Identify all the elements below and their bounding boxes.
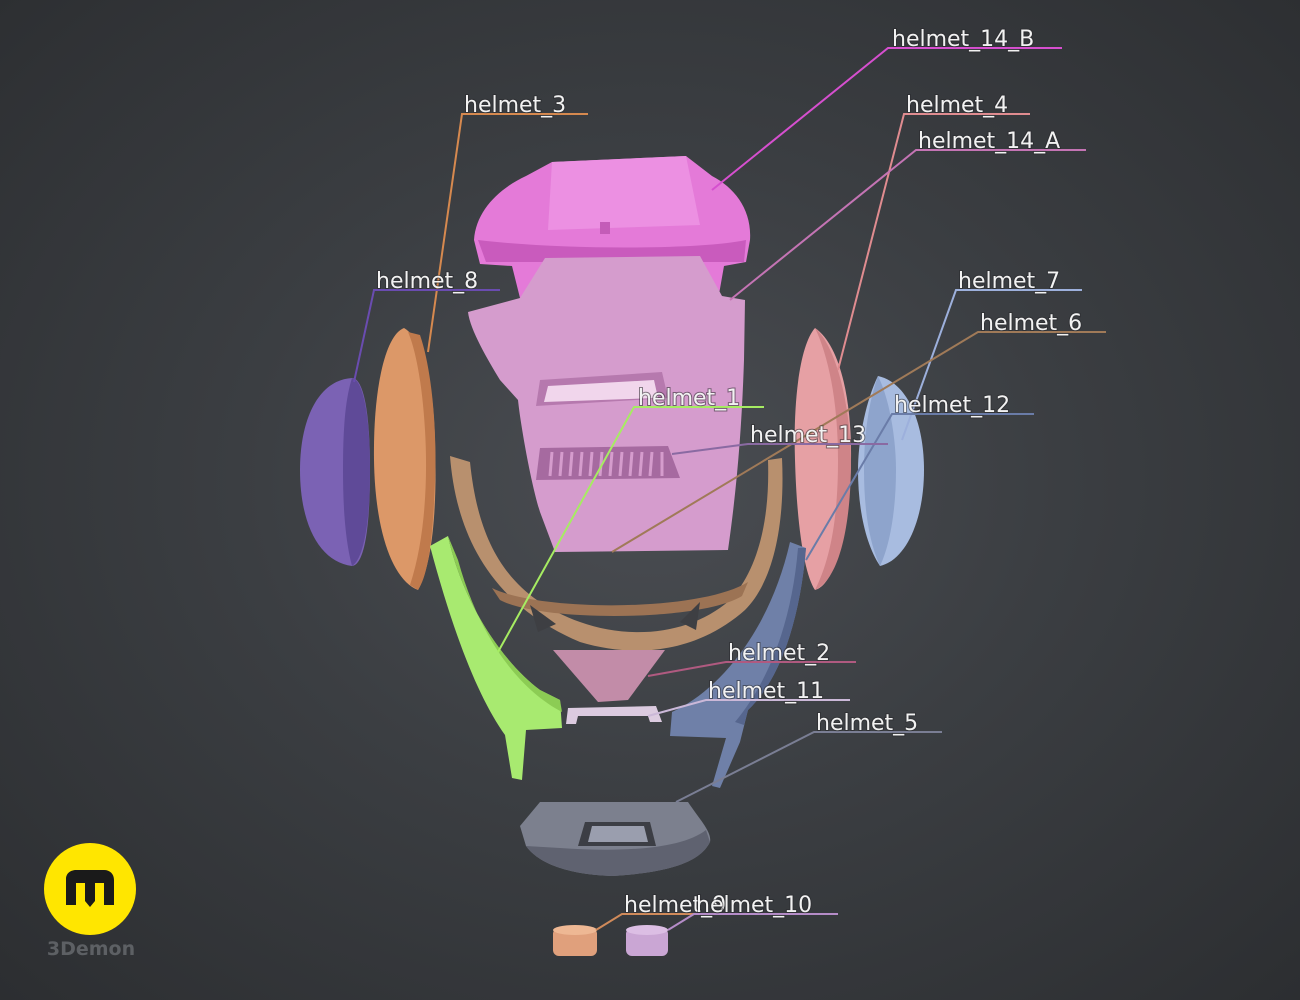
leader-helmet-2 bbox=[647, 661, 856, 677]
part-helmet-11 bbox=[566, 706, 662, 724]
leader-helmet-13 bbox=[671, 443, 888, 455]
brand-logo bbox=[44, 843, 136, 935]
leader-helmet-10 bbox=[667, 913, 838, 931]
leader-helmet-6 bbox=[611, 331, 1106, 553]
label-helmet-6: helmet_6 bbox=[980, 311, 1082, 336]
part-helmet-10 bbox=[626, 925, 668, 956]
m-logo-icon bbox=[66, 870, 114, 907]
leader-helmet-4 bbox=[837, 113, 1030, 371]
part-helmet-5 bbox=[520, 802, 711, 876]
label-helmet-11: helmet_11 bbox=[708, 679, 824, 704]
brand-name: 3Demon bbox=[46, 938, 136, 960]
label-helmet-3: helmet_3 bbox=[464, 93, 566, 118]
part-helmet-6 bbox=[450, 456, 783, 651]
leader-helmet-8 bbox=[353, 289, 500, 383]
leader-helmet-11 bbox=[647, 699, 850, 717]
part-helmet-2 bbox=[553, 650, 665, 702]
label-helmet-4: helmet_4 bbox=[906, 93, 1008, 118]
label-helmet-10: helmet_10 bbox=[696, 893, 812, 918]
leader-helmet-3 bbox=[427, 113, 588, 353]
leader-helmet-5 bbox=[675, 731, 942, 803]
part-helmet-1 bbox=[430, 536, 562, 780]
leader-helmet-7 bbox=[901, 289, 1082, 441]
part-helmet-7 bbox=[670, 542, 806, 788]
label-helmet-1: helmet_1 bbox=[638, 386, 740, 411]
part-helmet-8 bbox=[300, 378, 370, 566]
part-helmet-3 bbox=[373, 328, 436, 590]
part-helmet-9 bbox=[553, 925, 597, 956]
part-helmet-4 bbox=[794, 328, 852, 590]
label-helmet-14-b: helmet_14_B bbox=[892, 27, 1034, 52]
label-helmet-5: helmet_5 bbox=[816, 711, 918, 736]
label-helmet-7: helmet_7 bbox=[958, 269, 1060, 294]
label-helmet-2: helmet_2 bbox=[728, 641, 830, 666]
label-helmet-14-a: helmet_14_A bbox=[918, 129, 1060, 154]
leader-helmet-1 bbox=[497, 406, 764, 653]
label-helmet-9: helmet_9 bbox=[624, 893, 726, 918]
label-helmet-8: helmet_8 bbox=[376, 269, 478, 294]
part-helmet-14-a bbox=[468, 256, 745, 552]
label-helmet-13: helmet_13 bbox=[750, 423, 866, 448]
leader-helmet-14-b bbox=[711, 47, 1062, 191]
leader-helmet-12 bbox=[805, 413, 1034, 561]
leader-helmet-14-a bbox=[729, 149, 1086, 301]
label-helmet-12: helmet_12 bbox=[894, 393, 1010, 418]
